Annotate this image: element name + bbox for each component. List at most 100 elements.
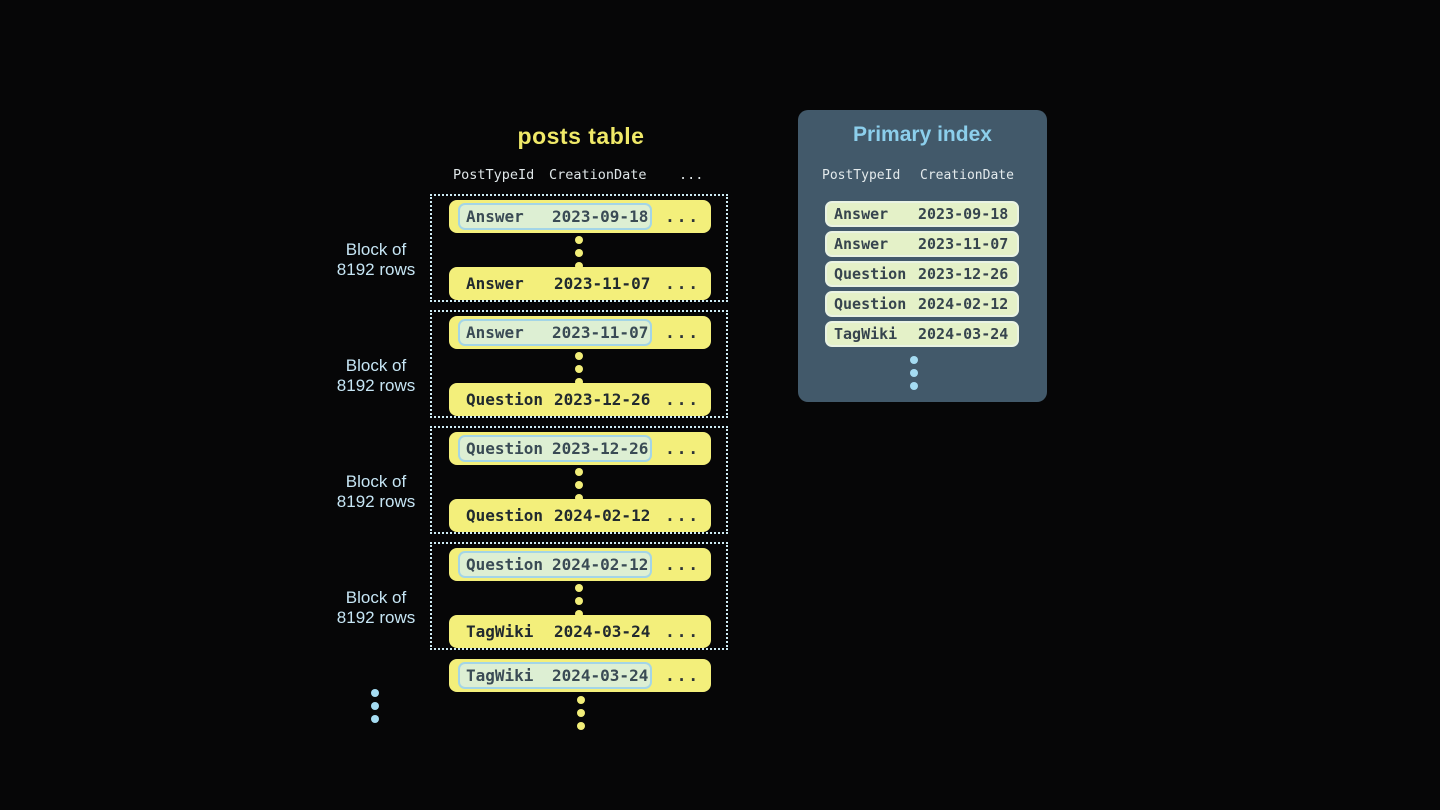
- block-first-row: Answer 2023-09-18 ...: [449, 200, 711, 233]
- primary-index-title: Primary index: [853, 123, 992, 146]
- row-creationdate-value: 2023-11-07: [554, 274, 651, 293]
- row-posttypeid-value: TagWiki: [466, 622, 534, 641]
- index-row-posttypeid-value: Answer: [834, 205, 889, 223]
- row-ellipsis: ...: [665, 439, 700, 458]
- block-last-row: Question 2024-02-12 ...: [449, 499, 711, 532]
- dot: [371, 715, 379, 723]
- block-size-label-line1: Block of: [345, 240, 407, 259]
- index-row: Question 2023-12-26: [825, 261, 1019, 287]
- index-column-header-posttypeid: PostTypeId: [822, 168, 901, 183]
- posts-table-column-headers: PostTypeId CreationDate ...: [0, 167, 1440, 185]
- posts-block-3: Question 2023-12-26 ... Question 2024-02…: [430, 426, 728, 534]
- row-posttypeid-value: Question: [466, 390, 544, 409]
- vertical-ellipsis-icon: [575, 352, 583, 386]
- block-first-row: Question 2023-12-26 ...: [449, 432, 711, 465]
- block-size-label: Block of 8192 rows: [301, 472, 451, 512]
- index-row: Answer 2023-11-07: [825, 231, 1019, 257]
- block-size-label: Block of 8192 rows: [301, 240, 451, 280]
- dot: [575, 597, 583, 605]
- posts-table-title: posts table: [517, 123, 645, 149]
- row-highlight-chip: Answer 2023-09-18: [458, 203, 652, 230]
- dot: [575, 494, 583, 502]
- posts-block-2: Answer 2023-11-07 ... Question 2023-12-2…: [430, 310, 728, 418]
- block-last-row: TagWiki 2024-03-24 ...: [449, 615, 711, 648]
- block-size-label-line2: 8192 rows: [336, 260, 416, 279]
- index-row-creationdate-value: 2023-09-18: [918, 205, 1009, 223]
- vertical-ellipsis-icon: [575, 236, 583, 270]
- block-size-label: Block of 8192 rows: [301, 356, 451, 396]
- block-size-label-line2: 8192 rows: [336, 492, 416, 511]
- row-ellipsis: ...: [665, 622, 700, 641]
- block-last-row: Answer 2023-11-07 ...: [449, 267, 711, 300]
- index-row-creationdate-value: 2024-03-24: [918, 325, 1009, 343]
- dot: [575, 249, 583, 257]
- more-rows-ellipsis-icon: [577, 696, 585, 730]
- row-ellipsis: ...: [665, 207, 700, 226]
- dot: [371, 702, 379, 710]
- dot: [575, 352, 583, 360]
- column-header-creationdate: CreationDate: [549, 167, 647, 183]
- index-row-creationdate-value: 2023-12-26: [918, 265, 1009, 283]
- block-size-label-line1: Block of: [345, 588, 407, 607]
- dot: [910, 356, 918, 364]
- row-posttypeid-value: Answer: [466, 274, 524, 293]
- row-creationdate-value: 2024-03-24: [554, 622, 651, 641]
- dot: [575, 584, 583, 592]
- row-posttypeid-value: Question: [466, 506, 544, 525]
- block-size-label-line1: Block of: [345, 472, 407, 491]
- dot: [575, 236, 583, 244]
- row-creationdate-value: 2024-02-12: [552, 555, 649, 574]
- row-highlight-chip: Question 2023-12-26: [458, 435, 652, 462]
- row-highlight-chip: Question 2024-02-12: [458, 551, 652, 578]
- index-row-posttypeid-value: Question: [834, 265, 907, 283]
- dot: [577, 709, 585, 717]
- block-size-label-line2: 8192 rows: [336, 376, 416, 395]
- vertical-ellipsis-icon: [575, 584, 583, 618]
- posts-block-4: Question 2024-02-12 ... TagWiki 2024-03-…: [430, 542, 728, 650]
- row-posttypeid-value: Question: [466, 439, 544, 458]
- row-posttypeid-value: Answer: [466, 323, 524, 342]
- primary-index-panel: Primary index PostTypeId CreationDate An…: [798, 110, 1047, 402]
- index-row: Question 2024-02-12: [825, 291, 1019, 317]
- block-last-row: Question 2023-12-26 ...: [449, 383, 711, 416]
- block-size-label-line2: 8192 rows: [336, 608, 416, 627]
- row-posttypeid-value: TagWiki: [466, 666, 534, 685]
- index-row-creationdate-value: 2024-02-12: [918, 295, 1009, 313]
- row-ellipsis: ...: [665, 274, 700, 293]
- dot: [910, 382, 918, 390]
- row-ellipsis: ...: [665, 666, 700, 685]
- dot: [577, 722, 585, 730]
- dot: [575, 378, 583, 386]
- row-posttypeid-value: Question: [466, 555, 544, 574]
- index-row-posttypeid-value: Question: [834, 295, 907, 313]
- dot: [575, 262, 583, 270]
- index-row-posttypeid-value: TagWiki: [834, 325, 898, 343]
- row-ellipsis: ...: [665, 390, 700, 409]
- dot: [575, 610, 583, 618]
- block-size-label: Block of 8192 rows: [301, 588, 451, 628]
- row-creationdate-value: 2023-12-26: [552, 439, 649, 458]
- more-blocks-ellipsis-icon: [371, 689, 379, 723]
- row-posttypeid-value: Answer: [466, 207, 524, 226]
- index-row: Answer 2023-09-18: [825, 201, 1019, 227]
- dot: [577, 696, 585, 704]
- block-first-row: Answer 2023-11-07 ...: [449, 316, 711, 349]
- column-header-posttypeid: PostTypeId: [453, 167, 535, 183]
- row-creationdate-value: 2023-11-07: [552, 323, 649, 342]
- row-ellipsis: ...: [665, 506, 700, 525]
- overflow-first-row: TagWiki 2024-03-24 ...: [449, 659, 711, 692]
- dot: [575, 468, 583, 476]
- row-ellipsis: ...: [665, 555, 700, 574]
- index-row-posttypeid-value: Answer: [834, 235, 889, 253]
- index-row-creationdate-value: 2023-11-07: [918, 235, 1009, 253]
- dot: [575, 365, 583, 373]
- row-creationdate-value: 2024-02-12: [554, 506, 651, 525]
- posts-block-1: Answer 2023-09-18 ... Answer 2023-11-07 …: [430, 194, 728, 302]
- index-row: TagWiki 2024-03-24: [825, 321, 1019, 347]
- index-vertical-ellipsis-icon: [910, 356, 918, 390]
- row-creationdate-value: 2024-03-24: [552, 666, 649, 685]
- block-size-label-line1: Block of: [345, 356, 407, 375]
- index-column-header-creationdate: CreationDate: [920, 168, 1014, 183]
- row-creationdate-value: 2023-12-26: [554, 390, 651, 409]
